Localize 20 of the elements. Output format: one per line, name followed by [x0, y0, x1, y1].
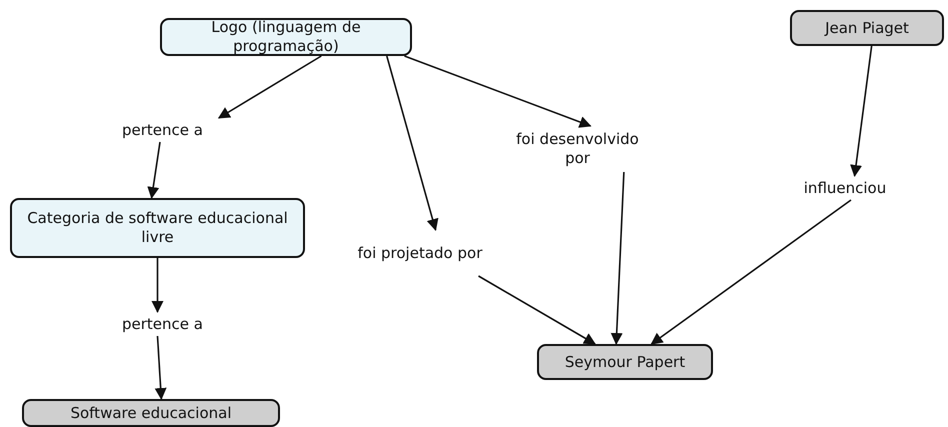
linking-phrase: foi desenvolvido por	[505, 126, 650, 172]
arrow	[147, 142, 161, 199]
concept-box: Categoria de software educacional livre	[10, 198, 305, 258]
arrow	[404, 55, 592, 128]
arrow	[152, 258, 164, 313]
concept-box: Software educacional	[22, 399, 280, 427]
arrow	[386, 56, 438, 231]
arrow	[850, 46, 872, 177]
arrow	[218, 55, 322, 119]
concept-box: Logo (linguagem de programação)	[160, 18, 412, 56]
arrow	[478, 275, 596, 345]
arrow	[154, 336, 167, 400]
linking-phrase: pertence a	[100, 312, 225, 336]
linking-phrase: foi projetado por	[355, 230, 485, 276]
concept-box: Jean Piaget	[790, 10, 944, 46]
concept-box: Seymour Papert	[537, 344, 713, 380]
linking-phrase: influenciou	[785, 176, 905, 200]
arrow	[610, 172, 625, 345]
linking-phrase: pertence a	[100, 118, 225, 142]
arrow	[650, 199, 852, 345]
